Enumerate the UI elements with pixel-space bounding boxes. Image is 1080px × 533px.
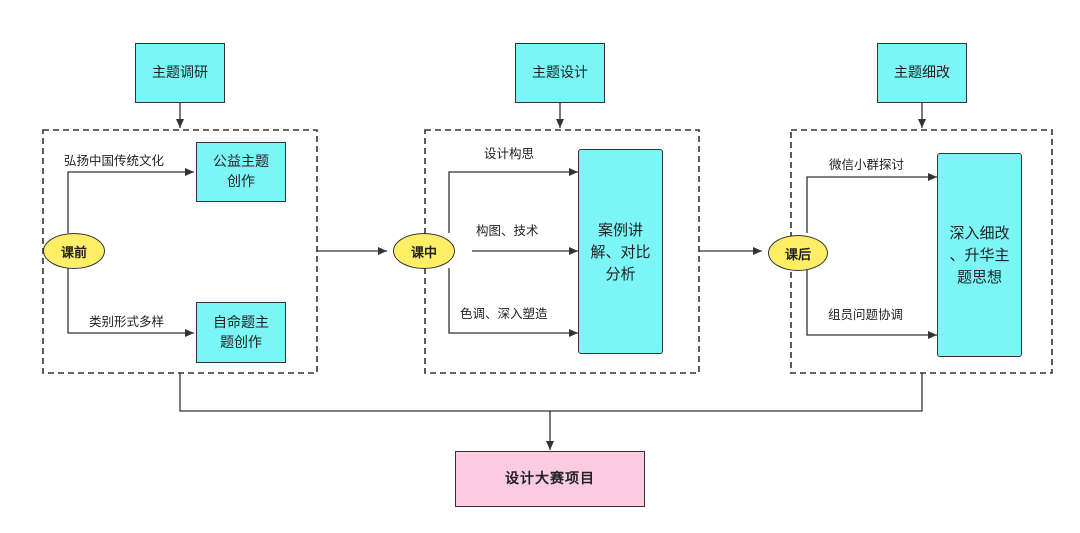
stage1-branch-lower-label: 类别形式多样 (89, 314, 165, 329)
stage1-box-lower: 自命题主 题创作 (196, 302, 286, 363)
stage2-result-box: 案例讲 解、对比 分析 (578, 149, 663, 354)
stage1-node: 课前 (43, 233, 105, 269)
stage3-top-box: 主题细改 (877, 43, 967, 103)
stage1-branch-upper-label: 弘扬中国传统文化 (64, 153, 165, 168)
stage3-node: 课后 (768, 235, 828, 271)
stage2-label-composition: 构图、技术 (476, 223, 539, 238)
stage2-top-box: 主题设计 (515, 43, 605, 103)
stage3-label-wechat: 微信小群探讨 (829, 157, 905, 172)
final-box: 设计大赛项目 (455, 451, 645, 507)
stage3-result-box: 深入细改 、升华主 题思想 (937, 153, 1022, 357)
stage3-label-coordination: 组员问题协调 (828, 307, 904, 322)
stage1-top-box: 主题调研 (135, 43, 225, 103)
stage1-box-upper: 公益主题 创作 (196, 142, 286, 202)
stage2-node: 课中 (393, 233, 455, 269)
stage2-label-color: 色调、深入塑造 (460, 306, 548, 321)
stage2-label-design: 设计构思 (484, 146, 535, 161)
